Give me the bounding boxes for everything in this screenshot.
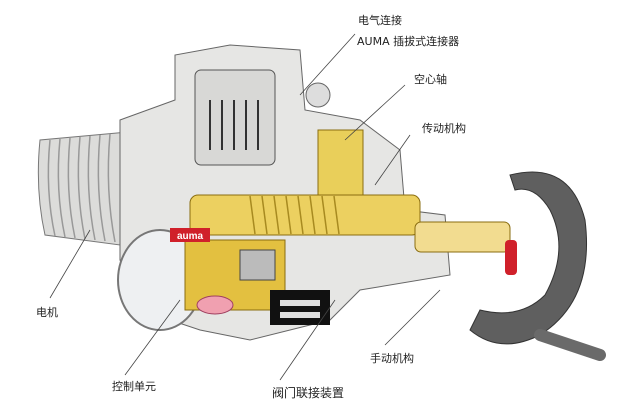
label-electrical-connection: 电气连接 — [358, 14, 402, 27]
leader-lines — [49, 33, 441, 381]
worm-shaft — [189, 194, 421, 236]
handwheel-clutch-lever — [505, 240, 517, 275]
label-hollow-shaft: 空心轴 — [414, 73, 447, 86]
hollow-shaft — [317, 129, 364, 196]
valve-attachment — [270, 290, 330, 325]
handwheel — [469, 171, 588, 345]
label-gearing: 传动机构 — [422, 122, 466, 135]
label-plug-connector: AUMA 插拔式连接器 — [357, 35, 460, 48]
label-handwheel: 手动机构 — [370, 352, 414, 365]
label-valve-attachment: 阀门联接装置 — [272, 386, 345, 400]
label-motor: 电机 — [36, 306, 58, 319]
label-control-unit: 控制单元 — [112, 380, 156, 393]
auma-logo: auma — [177, 231, 204, 242]
